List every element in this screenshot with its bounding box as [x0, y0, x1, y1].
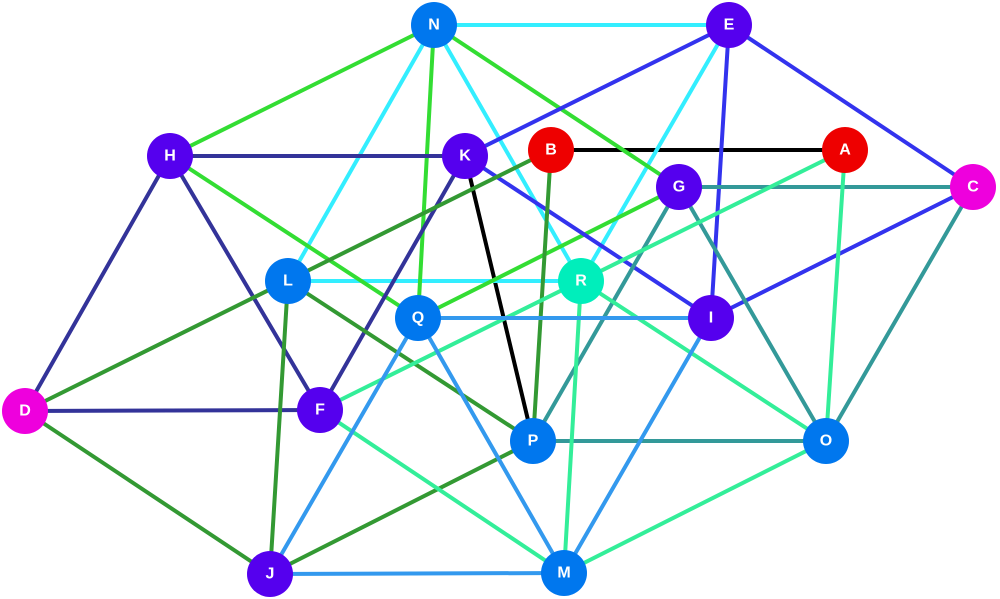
edge-l-p	[286, 279, 535, 443]
node-circle	[706, 2, 752, 48]
edge-n-r	[432, 23, 583, 283]
node-circle	[395, 295, 441, 341]
edge-q-m	[416, 316, 566, 575]
node-circle	[510, 418, 556, 464]
node-circle	[247, 551, 293, 597]
edge-n-g	[432, 23, 681, 189]
node-label: A	[839, 142, 851, 159]
graph-edges	[23, 23, 975, 576]
edge-g-q	[416, 185, 681, 320]
edge-d-j	[23, 409, 272, 576]
edge-j-p	[268, 439, 535, 576]
node-circle	[803, 418, 849, 464]
node-circle	[950, 164, 996, 210]
node-circle	[528, 127, 574, 173]
node-circle	[558, 258, 604, 304]
node-circle	[297, 387, 343, 433]
node-m: M	[541, 550, 587, 596]
edge-n-h	[168, 23, 436, 158]
node-label: F	[315, 402, 325, 419]
node-label: E	[724, 17, 735, 34]
node-i: I	[688, 295, 734, 341]
node-label: I	[709, 310, 713, 327]
node-h: H	[147, 133, 193, 179]
edge-h-d	[23, 154, 172, 413]
node-circle	[541, 550, 587, 596]
edge-j-m	[268, 571, 566, 576]
node-q: Q	[395, 295, 441, 341]
node-k: K	[442, 133, 488, 179]
node-c: C	[950, 164, 996, 210]
node-label: L	[283, 273, 293, 290]
node-label: M	[557, 565, 570, 582]
node-circle	[822, 127, 868, 173]
edge-k-f	[318, 154, 467, 412]
edge-n-q	[416, 23, 436, 320]
edge-h-f	[168, 154, 322, 412]
node-label: P	[528, 433, 539, 450]
node-p: P	[510, 418, 556, 464]
node-f: F	[297, 387, 343, 433]
node-circle	[2, 388, 48, 434]
edge-e-k	[463, 23, 731, 158]
node-label: D	[19, 403, 31, 420]
node-label: C	[967, 179, 979, 196]
node-r: R	[558, 258, 604, 304]
node-l: L	[265, 258, 311, 304]
node-e: E	[706, 2, 752, 48]
edge-h-q	[168, 154, 420, 320]
node-j: J	[247, 551, 293, 597]
edge-c-i	[709, 185, 975, 320]
node-label: K	[459, 148, 471, 165]
edge-e-r	[579, 23, 731, 283]
node-label: G	[673, 179, 685, 196]
node-label: R	[575, 273, 587, 290]
node-a: A	[822, 127, 868, 173]
edge-c-o	[824, 185, 975, 443]
edge-a-o	[824, 148, 847, 443]
edge-r-o	[579, 279, 828, 443]
node-label: B	[545, 142, 557, 159]
node-d: D	[2, 388, 48, 434]
node-circle	[147, 133, 193, 179]
node-n: N	[411, 2, 457, 48]
edge-k-p	[463, 154, 535, 443]
node-label: Q	[412, 310, 424, 327]
node-circle	[688, 295, 734, 341]
edge-e-c	[727, 23, 975, 189]
node-circle	[656, 164, 702, 210]
edge-b-p	[531, 148, 553, 443]
edge-r-m	[562, 279, 583, 575]
node-o: O	[803, 418, 849, 464]
edge-l-j	[268, 279, 290, 576]
node-circle	[411, 2, 457, 48]
node-label: O	[820, 433, 832, 450]
edge-k-i	[463, 154, 713, 320]
edge-d-f	[23, 408, 322, 413]
node-label: J	[266, 566, 275, 583]
node-g: G	[656, 164, 702, 210]
edge-i-m	[562, 316, 713, 575]
edge-m-o	[562, 439, 828, 575]
node-b: B	[528, 127, 574, 173]
edge-n-l	[286, 23, 436, 283]
node-circle	[265, 258, 311, 304]
node-label: H	[164, 148, 176, 165]
edge-e-i	[709, 23, 731, 320]
node-label: N	[428, 17, 440, 34]
edge-g-o	[677, 185, 828, 443]
node-circle	[442, 133, 488, 179]
edge-g-p	[531, 185, 681, 443]
edge-q-j	[268, 316, 420, 576]
edge-f-m	[318, 408, 566, 575]
